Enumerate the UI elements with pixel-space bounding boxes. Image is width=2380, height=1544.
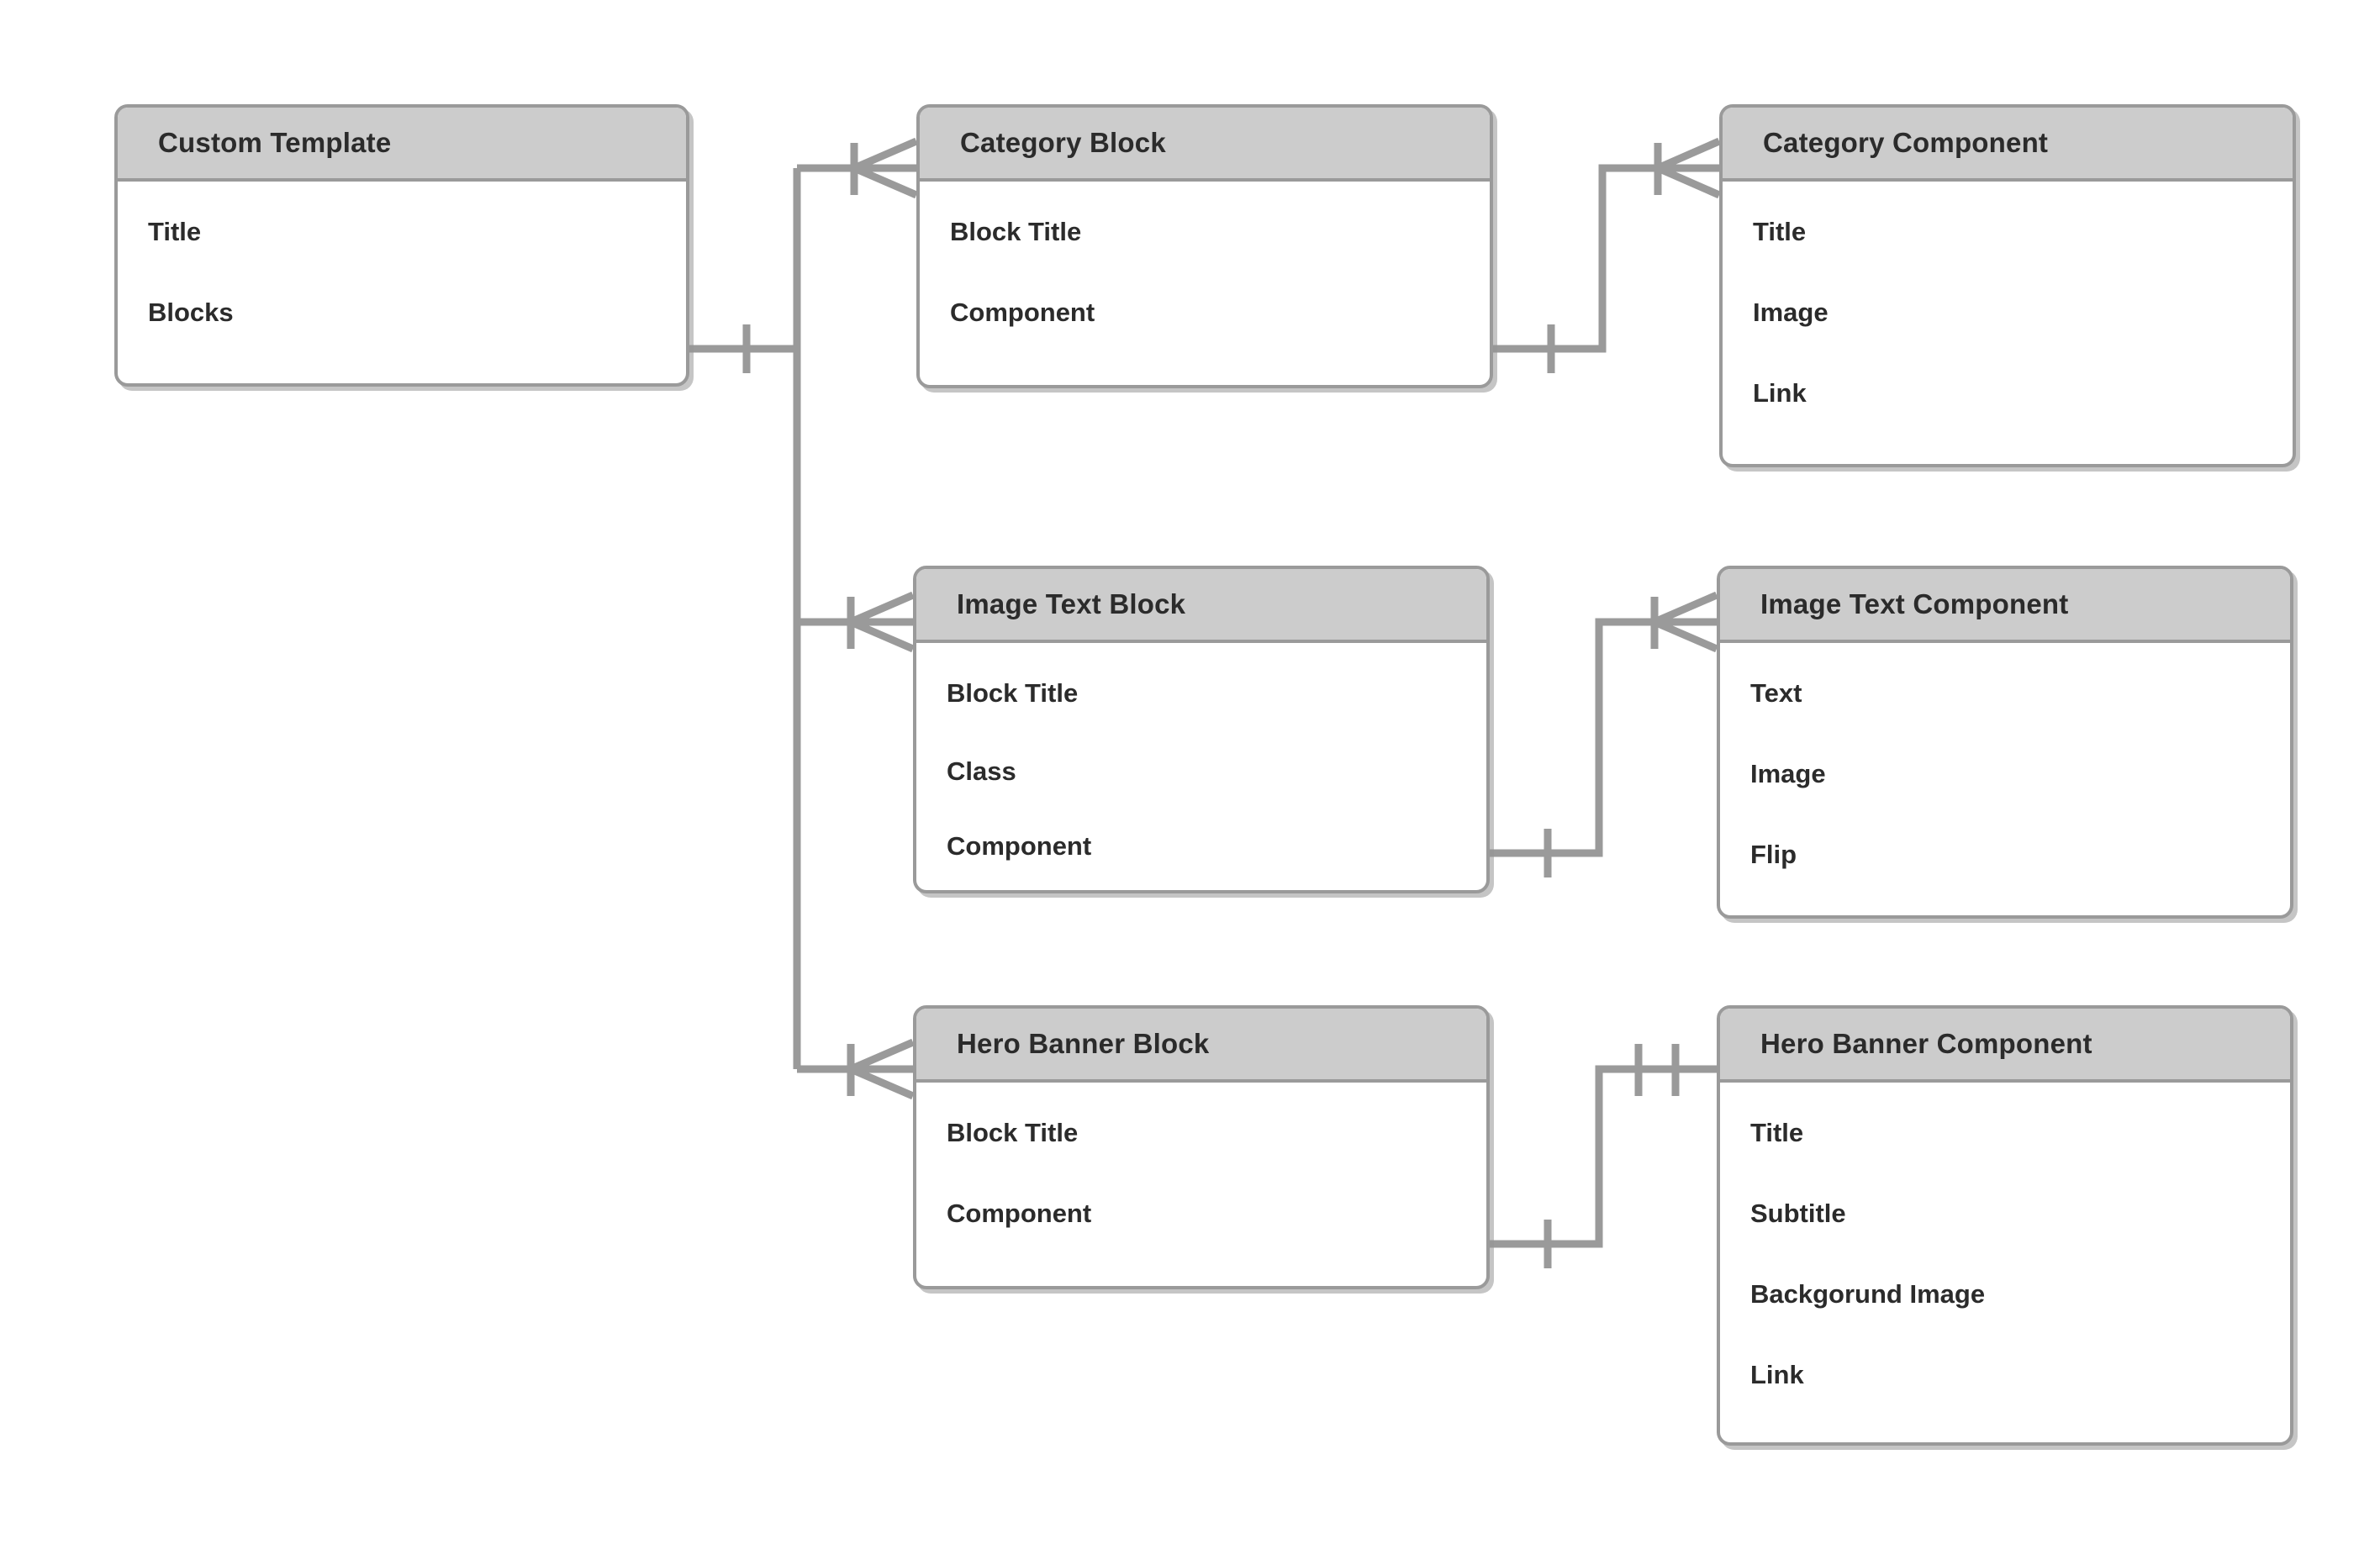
entity-header: Image Text Component xyxy=(1720,569,2290,643)
attribute-row: Image xyxy=(1750,759,1826,788)
connector-hero-banner-block-to-component xyxy=(1490,1044,1717,1268)
attribute-row: Title xyxy=(148,217,202,246)
attribute-row: Blocks xyxy=(148,298,234,327)
entity-attributes: Block Title Component xyxy=(916,1083,1486,1229)
entity-title: Custom Template xyxy=(158,127,392,158)
entity-attributes: Text Image Flip xyxy=(1720,643,2290,870)
cardinality-many-image-text-block xyxy=(841,591,915,653)
connector-image-text-block-to-component xyxy=(1490,591,1718,877)
cardinality-many-category-component xyxy=(1648,137,1721,199)
attribute-row: Link xyxy=(1753,378,1807,408)
entity-title: Hero Banner Block xyxy=(957,1028,1210,1059)
entity-category-block[interactable]: Category Block Block Title Component xyxy=(916,104,1493,388)
connector-category-block-to-component xyxy=(1493,137,1721,373)
attribute-row: Subtitle xyxy=(1750,1199,1846,1228)
entity-header: Hero Banner Component xyxy=(1720,1009,2290,1083)
attribute-row: Component xyxy=(947,831,1092,861)
attribute-row: Title xyxy=(1753,217,1807,246)
cardinality-one-and-only-one-hero-banner-component xyxy=(1634,1044,1680,1096)
entity-attributes: Title Image Link xyxy=(1723,182,2293,408)
entity-attributes: Block Title Class Component xyxy=(916,643,1486,862)
entity-title: Image Text Block xyxy=(957,588,1186,619)
attribute-row: Link xyxy=(1750,1360,1804,1389)
attribute-row: Backgorund Image xyxy=(1750,1279,1986,1309)
attribute-row: Block Title xyxy=(947,1118,1079,1147)
attribute-row: Component xyxy=(950,298,1095,327)
attribute-row: Block Title xyxy=(950,217,1082,246)
entity-header: Hero Banner Block xyxy=(916,1009,1486,1083)
entity-custom-template[interactable]: Custom Template Title Blocks xyxy=(114,104,689,387)
attribute-row: Component xyxy=(947,1199,1092,1228)
entity-image-text-block[interactable]: Image Text Block Block Title Class Compo… xyxy=(913,566,1490,893)
connector-template-to-blocks xyxy=(689,137,918,1100)
entity-hero-banner-block[interactable]: Hero Banner Block Block Title Component xyxy=(913,1005,1490,1289)
cardinality-many-category-block xyxy=(844,137,918,199)
attribute-row: Class xyxy=(947,756,1016,786)
entity-attributes: Title Subtitle Backgorund Image Link xyxy=(1720,1083,2290,1390)
entity-header: Custom Template xyxy=(118,108,686,182)
attribute-row: Flip xyxy=(1750,840,1797,869)
cardinality-many-hero-banner-block xyxy=(841,1038,915,1100)
entity-attributes: Title Blocks xyxy=(118,182,686,328)
attribute-row: Image xyxy=(1753,298,1829,327)
entity-header: Image Text Block xyxy=(916,569,1486,643)
attribute-row: Text xyxy=(1750,678,1802,708)
entity-header: Category Block xyxy=(920,108,1490,182)
entity-image-text-component[interactable]: Image Text Component Text Image Flip xyxy=(1717,566,2293,919)
entity-title: Hero Banner Component xyxy=(1760,1028,2092,1059)
attribute-row: Title xyxy=(1750,1118,1804,1147)
entity-title: Category Block xyxy=(960,127,1166,158)
cardinality-many-image-text-component xyxy=(1644,591,1718,653)
entity-hero-banner-component[interactable]: Hero Banner Component Title Subtitle Bac… xyxy=(1717,1005,2293,1446)
entity-title: Image Text Component xyxy=(1760,588,2069,619)
attribute-row: Block Title xyxy=(947,678,1079,708)
entity-category-component[interactable]: Category Component Title Image Link xyxy=(1719,104,2296,467)
entity-title: Category Component xyxy=(1763,127,2049,158)
entity-header: Category Component xyxy=(1723,108,2293,182)
entity-attributes: Block Title Component xyxy=(920,182,1490,328)
